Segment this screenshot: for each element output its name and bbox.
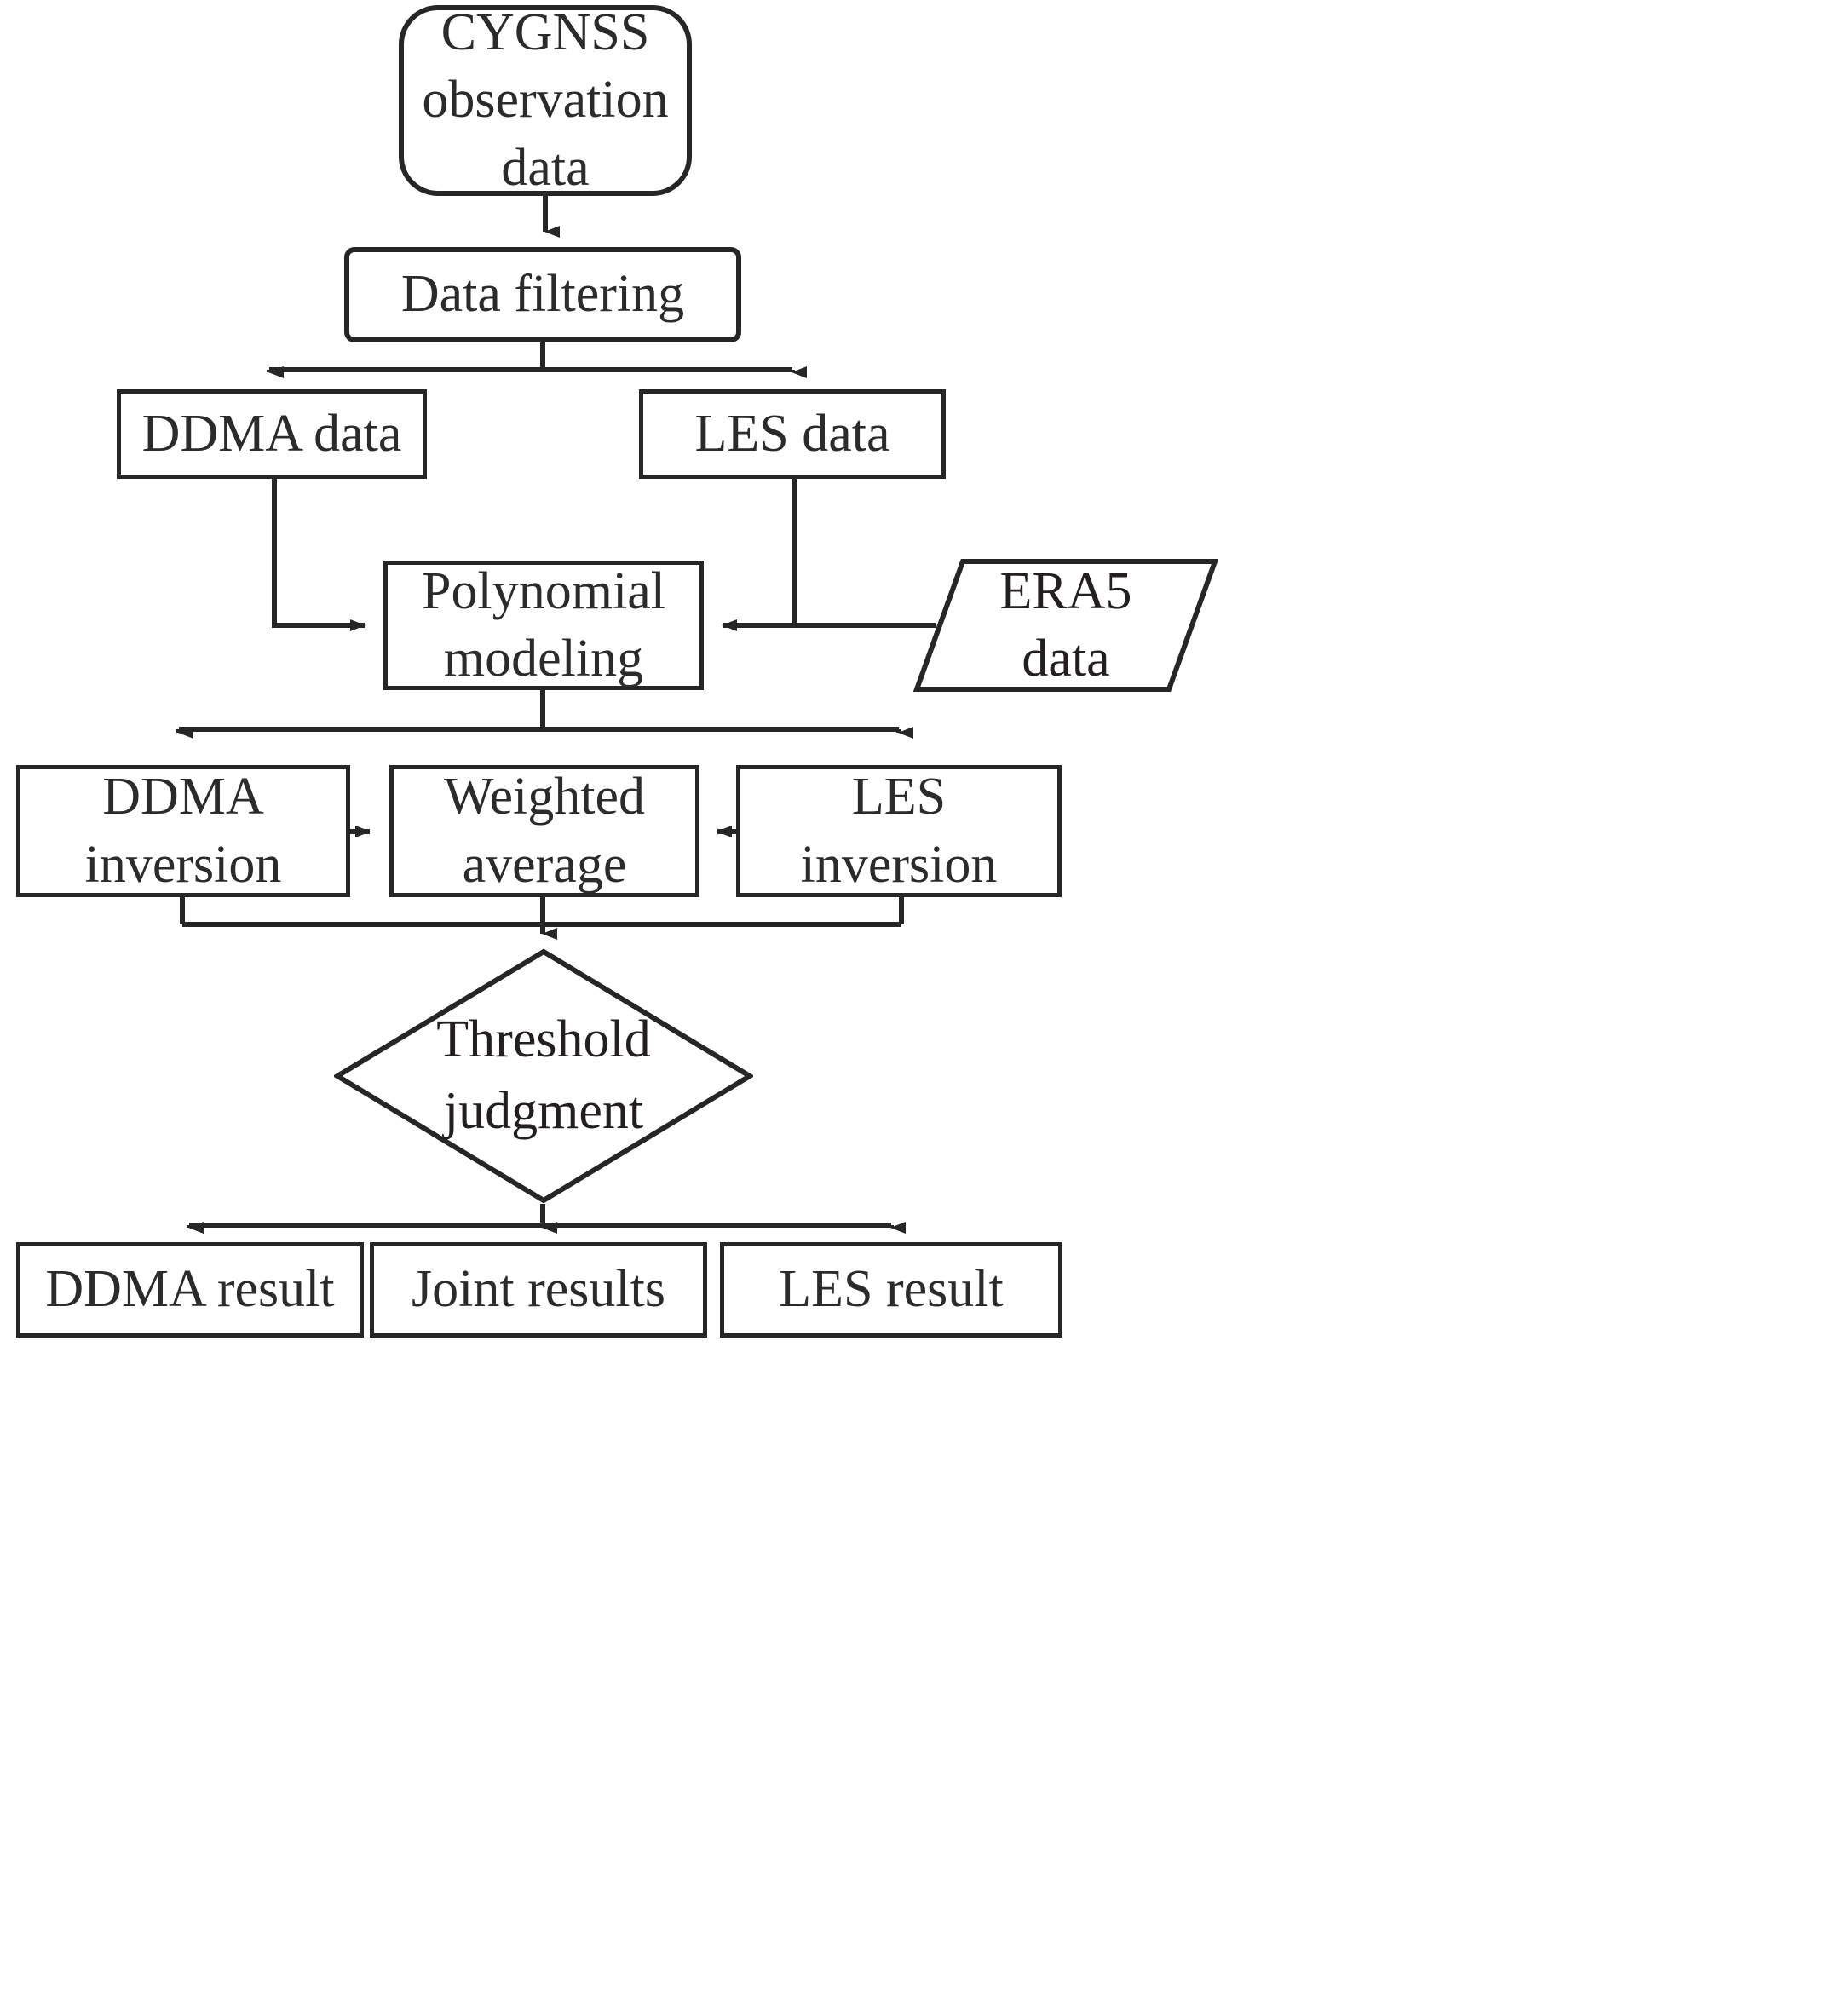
node-label: Polynomial modeling — [422, 561, 665, 688]
diamond-shape — [334, 948, 753, 1204]
node-label: Joint results — [412, 1260, 665, 1319]
node-les-inversion[interactable]: LES inversion — [736, 765, 1062, 897]
node-label: Threshold judgment — [436, 1010, 651, 1140]
node-joint-results[interactable]: Joint results — [370, 1242, 707, 1338]
node-ddma-inversion[interactable]: DDMA inversion — [16, 765, 350, 897]
node-label: LES result — [779, 1260, 1004, 1319]
node-ddma-data[interactable]: DDMA data — [117, 389, 427, 479]
node-label: Weighted average — [443, 768, 646, 894]
node-label: Data filtering — [400, 265, 685, 324]
edge-les-data-to-poly — [722, 479, 797, 631]
edge-ddma-data-to-poly — [272, 479, 366, 631]
parallelogram-shape — [913, 559, 1218, 692]
node-data-filtering[interactable]: Data filtering — [344, 247, 741, 342]
node-label: DDMA data — [141, 404, 402, 463]
node-weighted-average[interactable]: Weighted average — [389, 765, 699, 897]
node-label: ERA5 data — [999, 561, 1132, 688]
node-les-result[interactable]: LES result — [720, 1242, 1062, 1338]
node-era5-data[interactable]: ERA5 data — [913, 558, 1218, 693]
node-ddma-result[interactable]: DDMA result — [16, 1242, 364, 1338]
node-label: LES data — [694, 404, 890, 463]
node-threshold-judgment[interactable]: Threshold judgment — [334, 948, 753, 1204]
node-label: CYGNSS observation data — [422, 3, 669, 197]
node-label: LES inversion — [800, 768, 998, 894]
node-label: DDMA inversion — [84, 768, 282, 894]
node-polynomial-modeling[interactable]: Polynomial modeling — [383, 561, 704, 690]
node-cygnss-observation-data[interactable]: CYGNSS observation data — [399, 3, 692, 197]
node-label: DDMA result — [45, 1260, 335, 1319]
node-les-data[interactable]: LES data — [639, 389, 946, 479]
